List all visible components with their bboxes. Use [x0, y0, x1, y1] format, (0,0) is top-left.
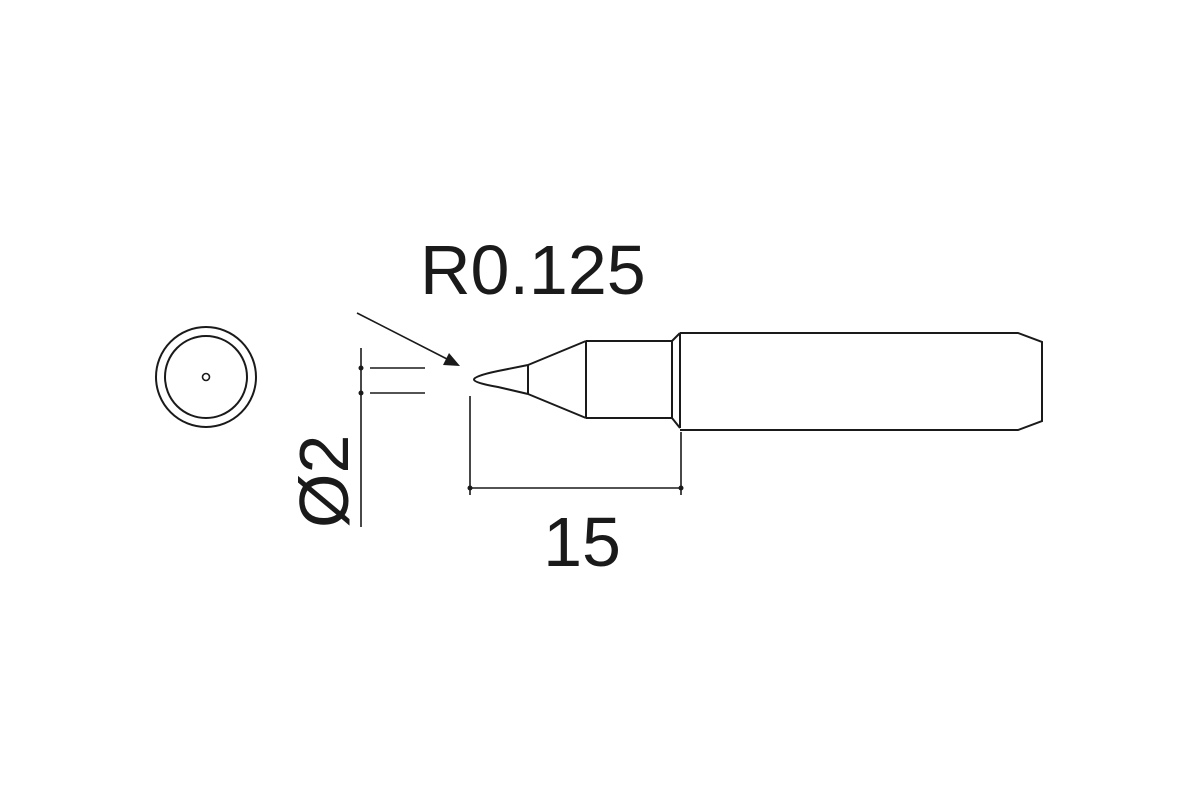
tip-body-outline — [680, 332, 1043, 431]
length-tick-right — [678, 485, 684, 491]
end-view-inner-circle — [164, 335, 248, 419]
radius-label: R0.125 — [420, 231, 646, 309]
length-dimension — [467, 396, 684, 495]
tip-side-profile — [472, 332, 1043, 431]
end-view-outer-circle — [155, 326, 257, 428]
diameter-tick-bottom — [358, 390, 364, 396]
tip-flange-outline — [671, 332, 681, 429]
radius-callout — [356, 312, 460, 366]
diameter-tick-top — [358, 365, 364, 371]
tip-neck-outline — [586, 340, 672, 419]
tip-point-outline — [472, 364, 529, 395]
tip-end-view — [155, 326, 257, 428]
diameter-dimension — [358, 348, 425, 527]
radius-arrowhead — [443, 353, 460, 366]
length-label: 15 — [543, 503, 621, 581]
end-view-center-point — [201, 372, 211, 382]
radius-leader-line — [356, 312, 448, 360]
tip-cone-outline — [527, 340, 587, 419]
length-tick-left — [467, 485, 473, 491]
diameter-label: Ø2 — [285, 435, 363, 528]
